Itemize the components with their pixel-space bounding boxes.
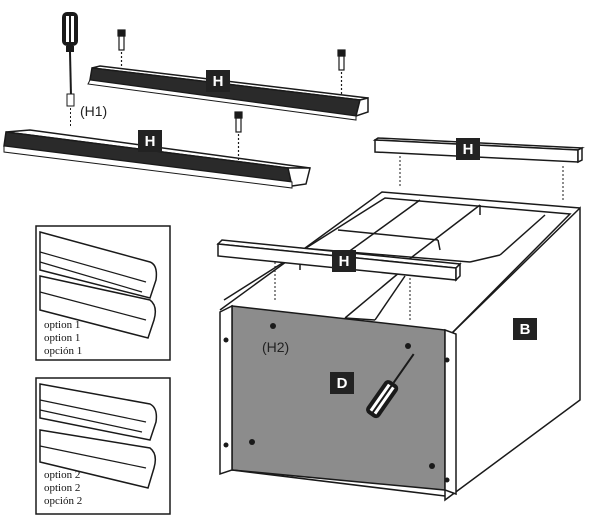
cabinet-body bbox=[219, 191, 581, 502]
svg-text:D: D bbox=[337, 375, 348, 392]
screwdriver-icon bbox=[366, 353, 415, 419]
option-2-line-2: option 2 bbox=[44, 482, 80, 494]
svg-text:H: H bbox=[339, 253, 350, 270]
option-1-line-3: opción 1 bbox=[44, 345, 82, 357]
dowel-pin-icon bbox=[234, 111, 243, 160]
option-1-box: option 1 option 1 opción 1 bbox=[35, 225, 171, 361]
svg-text:H: H bbox=[213, 73, 224, 90]
label-h-rail-front: H bbox=[138, 130, 162, 152]
label-h-rail-middle: H bbox=[332, 250, 356, 272]
screwdriver-icon bbox=[62, 12, 78, 126]
option-1-line-1: option 1 bbox=[44, 319, 80, 331]
front-panel-d bbox=[219, 304, 457, 497]
svg-text:H: H bbox=[145, 133, 156, 150]
dowel-pin-icon bbox=[117, 29, 126, 68]
svg-text:H: H bbox=[463, 141, 474, 158]
svg-text:B: B bbox=[520, 321, 531, 338]
label-h-rail-right-top: H bbox=[456, 138, 480, 160]
h1-reference: (H1) bbox=[80, 103, 107, 119]
label-h-rail-back: H bbox=[206, 70, 230, 92]
label-d: D bbox=[330, 372, 354, 394]
h2-reference: (H2) bbox=[262, 339, 289, 355]
label-b: B bbox=[513, 318, 537, 340]
dowel-pin-icon bbox=[337, 49, 346, 96]
option-2-line-1: option 2 bbox=[44, 469, 80, 481]
option-2-line-3: opción 2 bbox=[44, 495, 82, 507]
option-2-box: option 2 option 2 opción 2 bbox=[35, 377, 171, 515]
option-1-line-2: option 1 bbox=[44, 332, 80, 344]
